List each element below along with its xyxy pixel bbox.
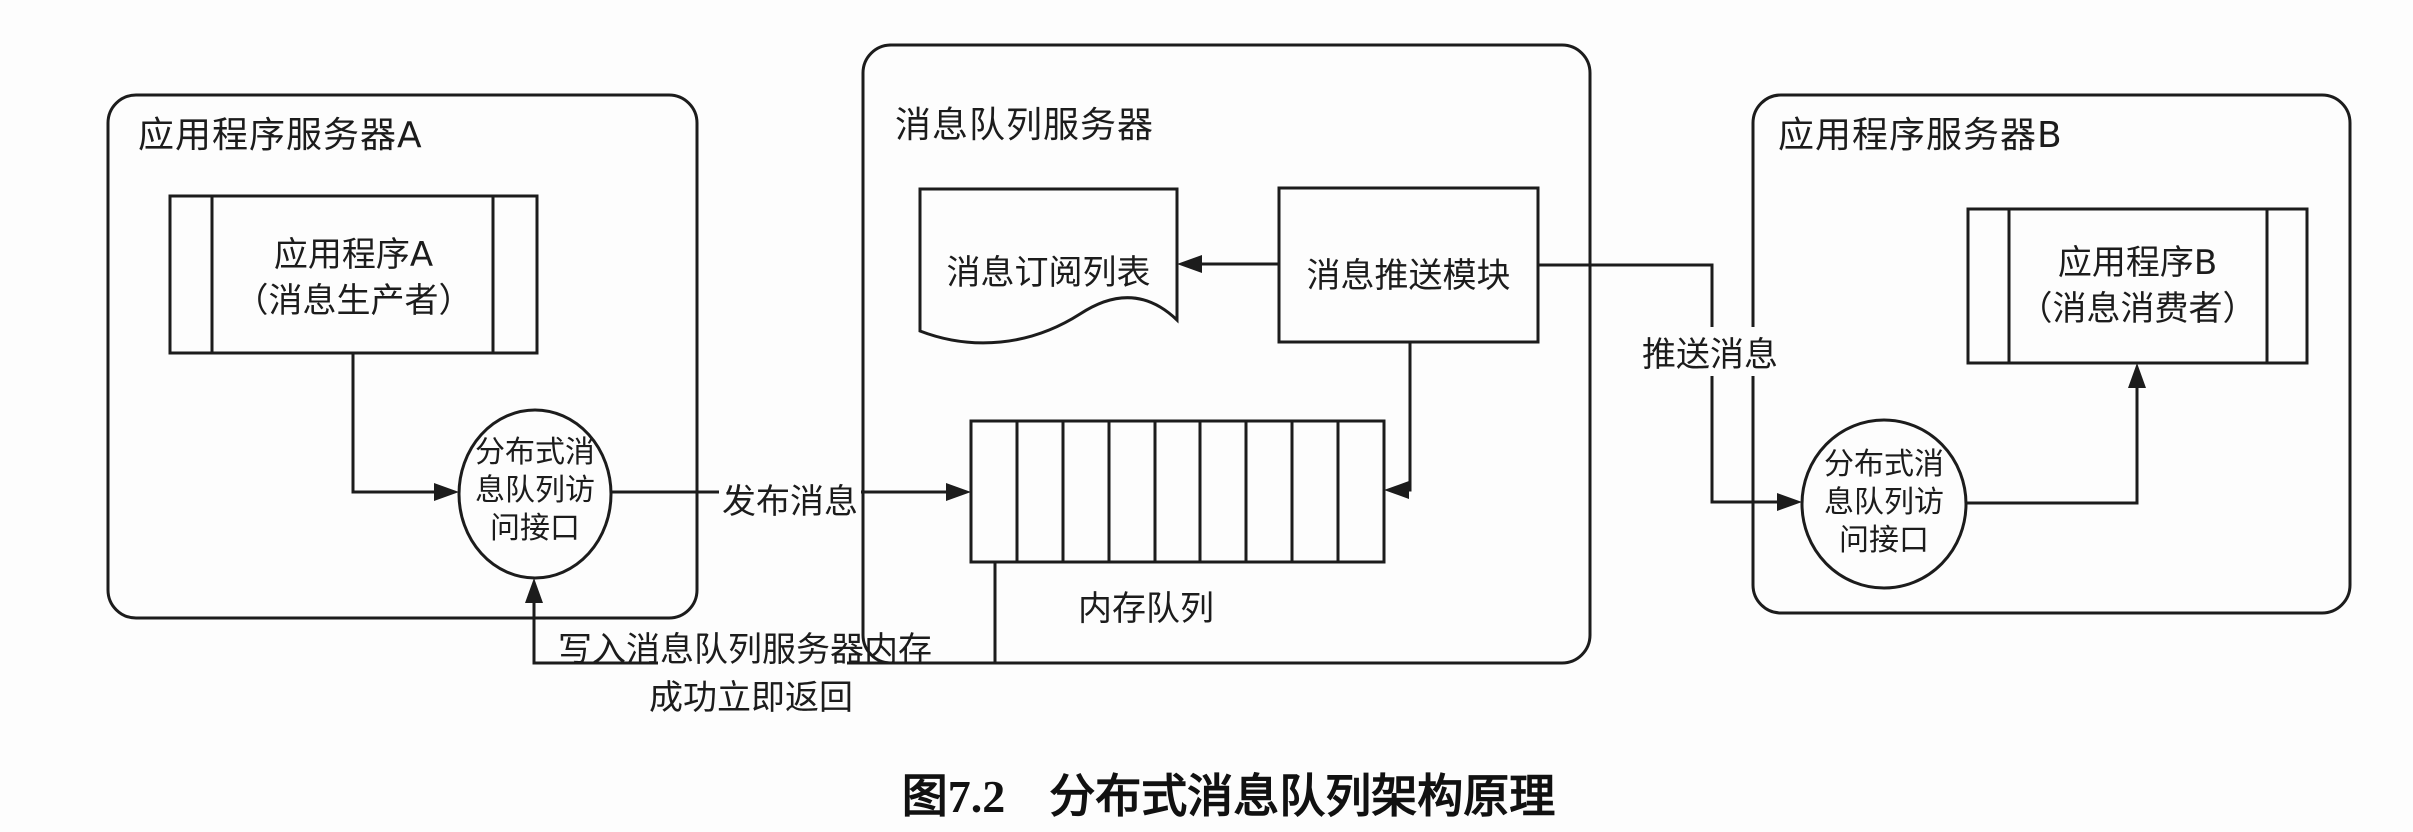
app-b-line1: 应用程序B [2057, 243, 2218, 283]
circle-a-line2: 息队列访 [475, 473, 595, 508]
app-a-line1: 应用程序A [273, 235, 434, 275]
write-return-label-line2: 成功立即返回 [649, 678, 853, 718]
server-a-label: 应用程序服务器A [138, 115, 423, 156]
figure-caption: 图7.2 分布式消息队列架构原理 [22, 760, 2413, 826]
edge-push-message [1538, 263, 1777, 504]
circle-b-line1: 分布式消 [1824, 447, 1944, 482]
subscription-list-document [918, 187, 1179, 345]
circle-b-line3: 问接口 [1839, 523, 1929, 558]
app-b-component-box [1966, 207, 2309, 365]
arrowhead-return-into-circle-a [525, 578, 543, 603]
arrowhead-into-subscription-list [1177, 255, 1202, 273]
push-module-box [1277, 186, 1540, 344]
app-a-line2: （消息生产者） [234, 281, 473, 321]
app-a-text: 应用程序A （消息生产者） [170, 232, 537, 324]
figure-title: 分布式消息队列架构原理 [1049, 771, 1556, 822]
circle-a-line1: 分布式消 [475, 435, 595, 470]
edge-write-return [532, 562, 997, 665]
publish-message-label: 发布消息 [719, 474, 861, 523]
edge-pushmodule-to-queue [1408, 342, 1412, 492]
arrowhead-into-circle-b [1777, 493, 1802, 511]
circle-a-line3: 问接口 [490, 511, 580, 546]
memory-queue-shape [969, 419, 1386, 564]
app-b-text: 应用程序B （消息消费者） [1968, 240, 2307, 332]
interface-circle-b-text: 分布式消 息队列访 问接口 [1802, 446, 1966, 560]
arrowhead-into-queue-right [1384, 481, 1409, 499]
app-b-line2: （消息消费者） [2018, 289, 2257, 329]
mq-server-label: 消息队列服务器 [895, 105, 1155, 146]
push-message-label: 推送消息 [1639, 327, 1781, 376]
subscription-list-label: 消息订阅列表 [946, 253, 1151, 293]
push-module-label: 消息推送模块 [1306, 256, 1511, 296]
figure-number: 图7.2 [901, 771, 1006, 822]
app-a-component-box [168, 194, 539, 355]
arrowhead-into-queue-left [946, 483, 971, 501]
edge-interface-to-appb [1966, 388, 2139, 505]
server-b-label: 应用程序服务器B [1778, 115, 2063, 156]
circle-b-line2: 息队列访 [1824, 485, 1944, 520]
write-return-label-line1: 写入消息队列服务器内存 [558, 630, 932, 670]
arrowhead-into-app-b [2128, 363, 2146, 388]
edge-appa-to-interface [351, 353, 434, 494]
arrowhead-into-circle-a [434, 483, 459, 501]
interface-circle-a-text: 分布式消 息队列访 问接口 [459, 434, 611, 548]
interface-circle-a [457, 408, 613, 580]
memory-queue-label: 内存队列 [1078, 589, 1214, 629]
